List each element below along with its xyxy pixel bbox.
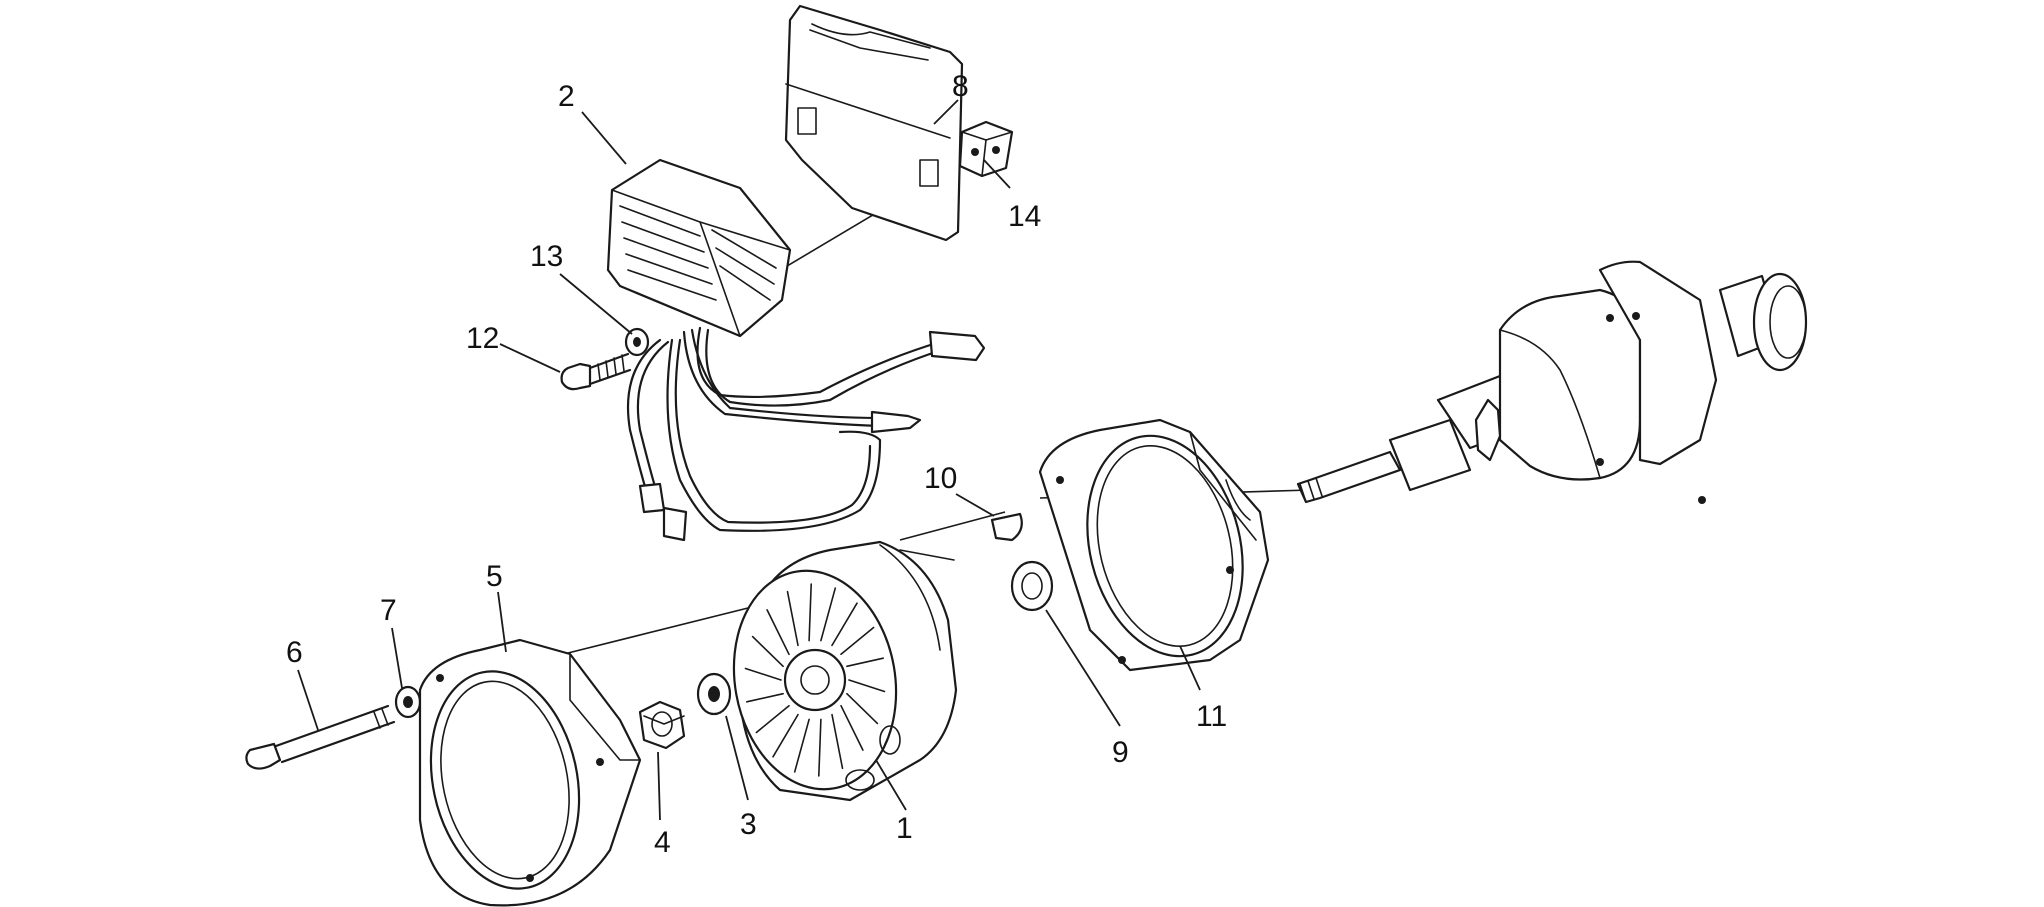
rotor-fin bbox=[793, 718, 810, 773]
callout-11: 11 bbox=[1196, 700, 1227, 733]
rotor-fin bbox=[846, 692, 879, 725]
callout-13: 13 bbox=[530, 240, 563, 273]
callout-14: 14 bbox=[1008, 200, 1041, 233]
callout-5: 5 bbox=[486, 560, 503, 593]
rotor-fin bbox=[786, 590, 799, 647]
rotor-fin bbox=[846, 657, 885, 668]
rotor-fin bbox=[744, 667, 782, 681]
callout-1: 1 bbox=[896, 812, 913, 845]
part-7-washer bbox=[394, 685, 422, 719]
rotor-fin bbox=[848, 679, 886, 693]
part-8-mounting-plate bbox=[784, 4, 964, 242]
rotor-fin bbox=[840, 704, 864, 751]
part-5-front-cover bbox=[418, 638, 642, 907]
part-6-bolt bbox=[245, 704, 396, 770]
rotor-fin bbox=[766, 609, 790, 656]
part-1-rotor bbox=[732, 540, 958, 802]
callout-7: 7 bbox=[380, 594, 397, 627]
callout-9: 9 bbox=[1112, 736, 1129, 769]
rotor-fin bbox=[820, 587, 837, 642]
part-11-stator-housing bbox=[1038, 418, 1270, 672]
rotor-fin bbox=[840, 626, 875, 656]
rotor-fin bbox=[831, 713, 844, 770]
callout-6: 6 bbox=[286, 636, 303, 669]
rotor-fin bbox=[751, 635, 784, 668]
callout-4: 4 bbox=[654, 826, 671, 859]
part-9-bush bbox=[1010, 560, 1054, 612]
callout-10: 10 bbox=[924, 462, 957, 495]
leader-lines bbox=[297, 99, 1201, 821]
callout-3: 3 bbox=[740, 808, 757, 841]
part-10-key bbox=[990, 512, 1023, 542]
rotor-fin bbox=[755, 704, 790, 734]
part-14-connector bbox=[958, 120, 1014, 178]
callout-8: 8 bbox=[952, 70, 969, 103]
part-3-spacer bbox=[696, 672, 732, 716]
part-4-nut bbox=[638, 700, 686, 750]
part-12-screw bbox=[560, 352, 632, 391]
rotor-fin bbox=[808, 583, 813, 642]
rotor-fin bbox=[772, 713, 799, 758]
callout-12: 12 bbox=[466, 322, 499, 355]
part-2-regulator bbox=[606, 158, 792, 338]
crankshaft bbox=[1296, 260, 1808, 504]
rotor-fin bbox=[745, 692, 784, 703]
rotor-fin bbox=[831, 602, 858, 647]
wiring-harness bbox=[626, 326, 986, 542]
rotor-fin bbox=[817, 718, 822, 777]
callouts: 1 2 3 4 5 6 7 8 9 10 11 12 13 14 bbox=[286, 70, 1227, 859]
part-13-washer bbox=[624, 327, 650, 357]
callout-2: 2 bbox=[558, 80, 575, 113]
